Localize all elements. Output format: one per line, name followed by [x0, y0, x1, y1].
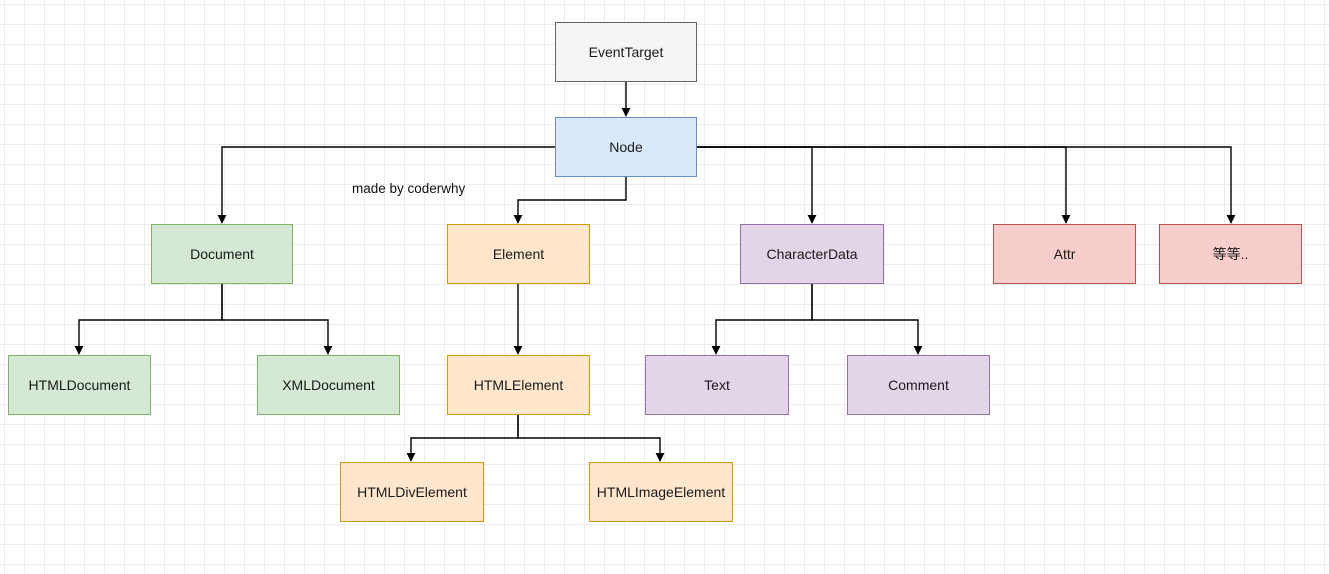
comment-label: Comment [888, 377, 949, 393]
event-target-label: EventTarget [588, 44, 664, 60]
etc-node[interactable]: 等等.. [1159, 224, 1302, 284]
element-node[interactable]: Element [447, 224, 590, 284]
html-div-element-node[interactable]: HTMLDivElement [340, 462, 484, 522]
document-label: Document [190, 246, 254, 262]
character-data-node[interactable]: CharacterData [740, 224, 884, 284]
node-label: Node [609, 139, 643, 155]
etc-label: 等等.. [1212, 246, 1249, 262]
edge-character-data-to-text [711, 284, 813, 355]
comment-node[interactable]: Comment [847, 355, 990, 415]
xml-document-node[interactable]: XMLDocument [257, 355, 400, 415]
edge-html-element-to-html-div-element [406, 415, 519, 462]
author-note: made by coderwhy [352, 181, 466, 196]
edge-document-to-html-document [74, 284, 223, 355]
html-div-element-label: HTMLDivElement [357, 484, 467, 500]
edge-node-to-element [513, 177, 627, 224]
xml-document-label: XMLDocument [282, 377, 375, 393]
edge-node-to-character-data [697, 146, 817, 224]
document-node[interactable]: Document [151, 224, 293, 284]
html-image-element-node[interactable]: HTMLImageElement [589, 462, 733, 522]
text-label: Text [704, 377, 730, 393]
attr-label: Attr [1053, 246, 1076, 262]
text-node[interactable]: Text [645, 355, 789, 415]
html-element-label: HTMLElement [473, 377, 564, 393]
edge-document-to-xml-document [221, 284, 333, 355]
edge-html-element-to-html-image-element [517, 415, 665, 462]
html-document-label: HTMLDocument [28, 377, 131, 393]
edge-node-to-etc [697, 146, 1236, 224]
html-image-element-label: HTMLImageElement [596, 484, 726, 500]
html-document-node[interactable]: HTMLDocument [8, 355, 151, 415]
element-label: Element [492, 246, 545, 262]
edge-node-to-attr [697, 146, 1071, 224]
node-node[interactable]: Node [555, 117, 697, 177]
attr-node[interactable]: Attr [993, 224, 1136, 284]
html-element-node[interactable]: HTMLElement [447, 355, 590, 415]
character-data-label: CharacterData [766, 246, 858, 262]
edge-character-data-to-comment [811, 284, 923, 355]
event-target-node[interactable]: EventTarget [555, 22, 697, 82]
